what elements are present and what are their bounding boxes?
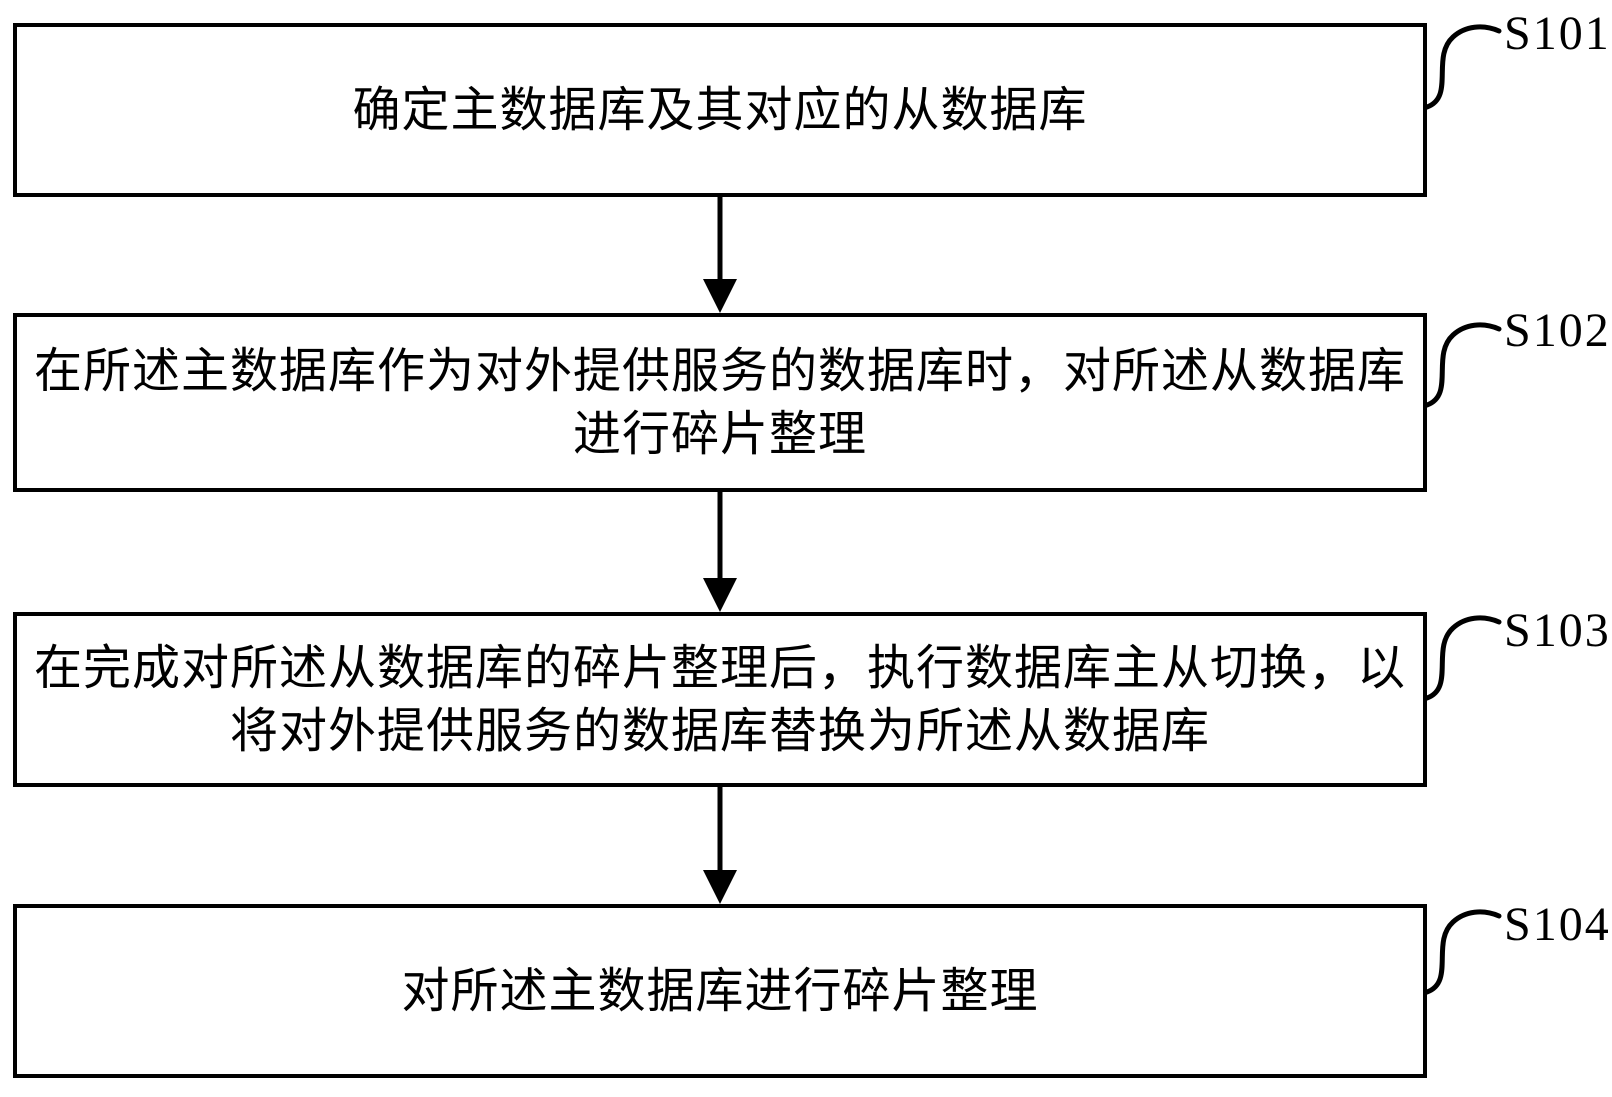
leader-curve-icon	[1424, 322, 1502, 408]
flow-arrow-down-icon	[703, 492, 737, 612]
flow-arrow-down-icon	[703, 197, 737, 313]
step-text-line: 在所述主数据库作为对外提供服务的数据库时，对所述从数据库	[33, 344, 1406, 398]
step-label-s102: S102	[1504, 304, 1611, 357]
step-text-line: 将对外提供服务的数据库替换为所述从数据库	[229, 704, 1210, 758]
step-box-s102: 在所述主数据库作为对外提供服务的数据库时，对所述从数据库 进行碎片整理	[13, 313, 1427, 492]
step-box-s101: 确定主数据库及其对应的从数据库	[13, 23, 1427, 197]
leader-path	[1424, 909, 1502, 995]
arrow-head	[703, 578, 737, 612]
step-label-s104: S104	[1504, 898, 1611, 951]
leader-path	[1424, 322, 1502, 408]
step-label-s103: S103	[1504, 604, 1611, 657]
step-text-line: 对所述主数据库进行碎片整理	[401, 964, 1039, 1018]
step-text-line: 在完成对所述从数据库的碎片整理后，执行数据库主从切换，以	[33, 641, 1406, 695]
step-box-s103: 在完成对所述从数据库的碎片整理后，执行数据库主从切换，以 将对外提供服务的数据库…	[13, 612, 1427, 787]
arrow-head	[703, 279, 737, 313]
leader-curve-icon	[1424, 24, 1502, 110]
step-label-s101: S101	[1504, 7, 1611, 60]
leader-curve-icon	[1424, 909, 1502, 995]
flow-arrow-down-icon	[703, 787, 737, 904]
arrow-head	[703, 870, 737, 904]
step-box-s104: 对所述主数据库进行碎片整理	[13, 904, 1427, 1078]
leader-curve-icon	[1424, 615, 1502, 701]
leader-path	[1424, 24, 1502, 110]
step-text-line: 进行碎片整理	[572, 407, 867, 461]
step-text-line: 确定主数据库及其对应的从数据库	[352, 83, 1088, 137]
leader-path	[1424, 615, 1502, 701]
